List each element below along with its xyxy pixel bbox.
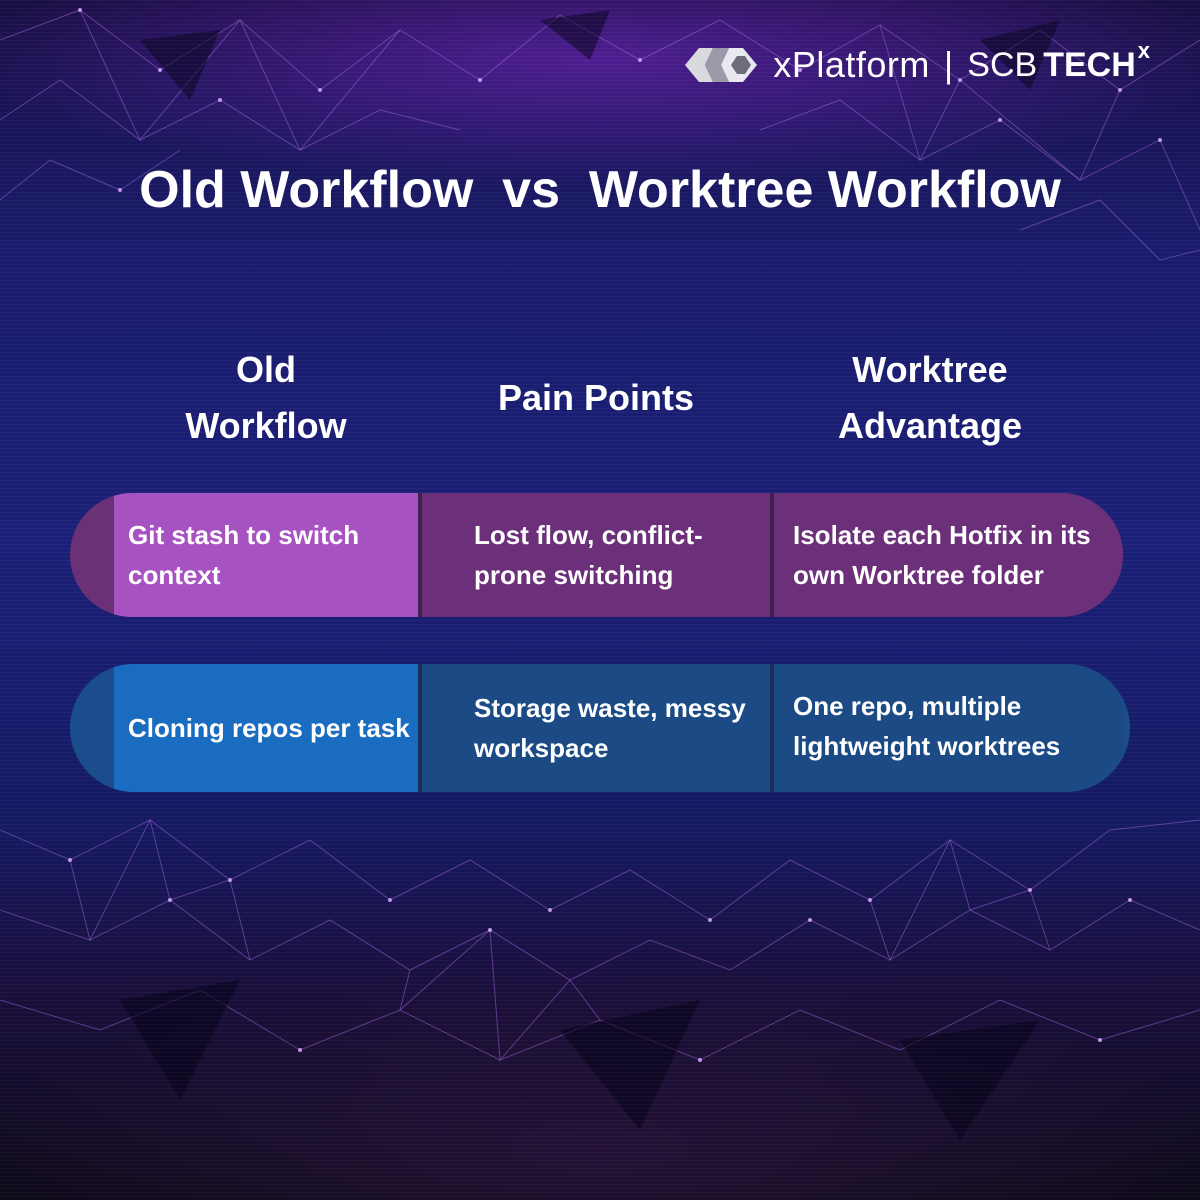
logo-separator: |: [943, 44, 954, 85]
comparison-row-cloning: Cloning repos per task Storage waste, me…: [70, 664, 1130, 792]
product-name: xPlatform: [773, 44, 930, 85]
company-x-mark: x: [1137, 38, 1150, 63]
network-decoration-top: [0, 8, 1200, 261]
company-name-tech: TECH: [1043, 45, 1136, 84]
column-header-line: Advantage: [837, 405, 1023, 446]
cell-divider: [770, 664, 774, 792]
company-name-scb: SCB: [967, 45, 1038, 84]
network-decoration-bottom: [0, 818, 1200, 1140]
pain-points-cell: Storage waste, messy workspace: [422, 664, 770, 792]
comparison-row-stash: Git stash to switch context Lost flow, c…: [70, 493, 1123, 617]
column-header-pain-points: Pain Points: [446, 370, 746, 426]
old-workflow-cell: Git stash to switch context: [114, 493, 418, 617]
worktree-advantage-cell: One repo, multiple lightweight worktrees: [775, 664, 1125, 792]
cell-divider: [418, 664, 422, 792]
xplatform-logo-icon: [685, 48, 758, 82]
old-workflow-cell: Cloning repos per task: [114, 664, 418, 792]
column-header-line: Workflow: [185, 405, 347, 446]
pain-points-cell: Lost flow, conflict-prone switching: [422, 493, 770, 617]
cell-divider: [418, 493, 422, 617]
column-header-line: Pain Points: [497, 377, 695, 418]
column-header-worktree-advantage: Worktree Advantage: [780, 342, 1080, 454]
column-header-line: Worktree: [852, 349, 1008, 390]
page-title: Old Workflow vs Worktree Workflow: [139, 161, 1061, 219]
brand-logo: xPlatform | SCB TECH x: [681, 38, 1150, 90]
column-header-line: Old: [236, 349, 296, 390]
column-header-old-workflow: Old Workflow: [116, 342, 416, 454]
cell-divider: [770, 493, 774, 617]
worktree-advantage-cell: Isolate each Hotfix in its own Worktree …: [775, 493, 1123, 617]
